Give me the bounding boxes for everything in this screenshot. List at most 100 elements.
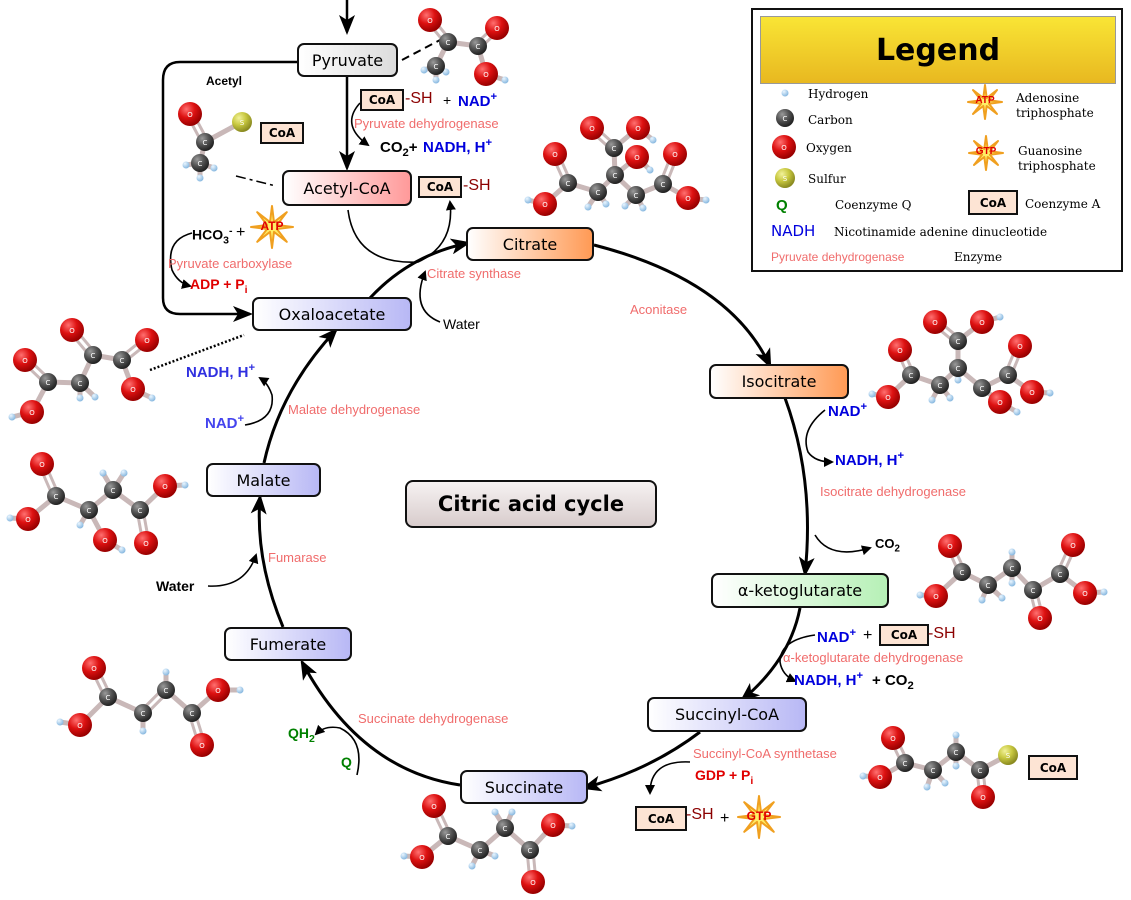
carbon-atom (947, 743, 965, 761)
node-fumerate[interactable]: Fumerate (224, 627, 352, 661)
oxygen-atom (82, 656, 106, 680)
carbon-atom (999, 366, 1017, 384)
hydrogen-atom (501, 76, 509, 84)
coa-box-akgdh: CoA (879, 624, 929, 646)
co2-product: CO2+ (380, 139, 418, 159)
label-acetyl: Acetyl (206, 74, 243, 88)
node-pyruvate[interactable]: Pyruvate (297, 43, 398, 77)
oxygen-atom (190, 733, 214, 757)
plus-sign: + (236, 224, 246, 241)
node-malate[interactable]: Malate (206, 463, 321, 497)
hydrogen-atom (468, 862, 476, 870)
superscript-plus: + (248, 362, 256, 374)
side-arrows (169, 102, 872, 795)
hydrogen-atom (702, 196, 710, 204)
hydrogen-atom (6, 514, 14, 522)
legend-title: Legend (760, 16, 1116, 84)
oxygen-atom (923, 310, 947, 334)
atom-letter: C (1006, 372, 1011, 380)
diagram-title: Citric acid cycle (405, 480, 657, 528)
side-arrow (779, 634, 816, 683)
side-arrow (207, 553, 259, 587)
hydrogen-atom (868, 390, 876, 398)
co-text: CO (875, 536, 895, 551)
subscript-i: i (244, 283, 248, 296)
oxygen-atom (485, 16, 509, 40)
dashed-connector (235, 175, 277, 187)
oxygen-atom (1028, 606, 1052, 630)
enzyme-alpha-ketoglutarate-dehydrogenase: α-ketoglutarate dehydrogenase (783, 650, 964, 665)
atom-letter: O (130, 386, 136, 394)
node-succinyl-coa[interactable]: Succinyl-CoA (647, 697, 807, 732)
legend-carbon: Carbon (808, 113, 853, 127)
sh-label: -SH (928, 625, 956, 642)
carbon-atom (196, 133, 214, 151)
node-isocitrate[interactable]: Isocitrate (709, 364, 849, 399)
atom-letter: C (190, 710, 195, 718)
hydrogen-atom (952, 731, 960, 739)
hydrogen-atom (118, 546, 126, 554)
hydrogen-atom (952, 762, 960, 770)
carbon-atom (971, 761, 989, 779)
atom-letter: C (1031, 587, 1036, 595)
side-arrow (347, 200, 456, 263)
nad-plus-idh: NAD+ (828, 401, 867, 420)
carbon-atom (521, 841, 539, 859)
plus-sign: + (872, 672, 881, 689)
coa-box-citrate-synthase: CoA (418, 176, 462, 198)
subscript-i: i (750, 774, 754, 787)
atom-letter: O (635, 125, 641, 133)
side-arrow (169, 232, 193, 289)
hydrogen-atom (923, 783, 931, 791)
node-oxaloacetate[interactable]: Oxaloacetate (252, 297, 412, 331)
node-alpha-ketoglutarate[interactable]: α-ketoglutarate (711, 573, 889, 608)
atom-letter: O (91, 665, 97, 673)
atom-letter: O (199, 742, 205, 750)
subscript-3: 3 (223, 234, 229, 247)
atom-letter: O (215, 687, 221, 695)
atom-letter: C (91, 352, 96, 360)
superscript-plus: + (485, 137, 493, 149)
superscript-plus: + (849, 627, 857, 639)
atom-letter: O (1029, 389, 1035, 397)
hydrogen-atom (649, 136, 657, 144)
hydrogen-atom (978, 596, 986, 604)
hydrogen-atom (916, 591, 924, 599)
atom-letter: O (483, 71, 489, 79)
atom-letter: C (446, 833, 451, 841)
hydrogen-atom (1008, 579, 1016, 587)
nadh-text: NADH, H (186, 364, 249, 381)
node-succinate[interactable]: Succinate (460, 770, 588, 804)
atom-letter: C (120, 357, 125, 365)
carbon-atom (605, 139, 623, 157)
atom-letter: C (54, 493, 59, 501)
superscript-plus: + (856, 670, 864, 682)
hydrogen-atom (182, 161, 190, 169)
hydrogen-atom (1100, 588, 1108, 596)
hydrogen-atom (996, 313, 1004, 321)
atom-letter: C (164, 687, 169, 695)
atom-letter: C (434, 63, 439, 71)
atom-letter: O (885, 394, 891, 402)
atom-letter: O (932, 319, 938, 327)
atom-letter: C (203, 139, 208, 147)
oxygen-atom (68, 713, 92, 737)
hydrogen-atom (8, 413, 16, 421)
node-citrate[interactable]: Citrate (466, 227, 594, 261)
co2-akgdh: + CO2 (872, 672, 914, 692)
atom-letter: C (111, 487, 116, 495)
atom-letter: O (494, 25, 500, 33)
atom-letter: O (552, 151, 558, 159)
legend-enzyme-symbol: Pyruvate dehydrogenase (771, 250, 905, 264)
hydrogen-atom (120, 469, 128, 477)
node-acetyl-coa[interactable]: Acetyl-CoA (282, 170, 412, 206)
oxygen-atom (676, 186, 700, 210)
arrow-pyruvate-oxaloacetate (161, 60, 297, 322)
carbon-atom (183, 704, 201, 722)
adp-text: ADP + P (190, 276, 245, 292)
carbon-atom (902, 366, 920, 384)
legend-coa-symbol: CoA (968, 190, 1018, 215)
